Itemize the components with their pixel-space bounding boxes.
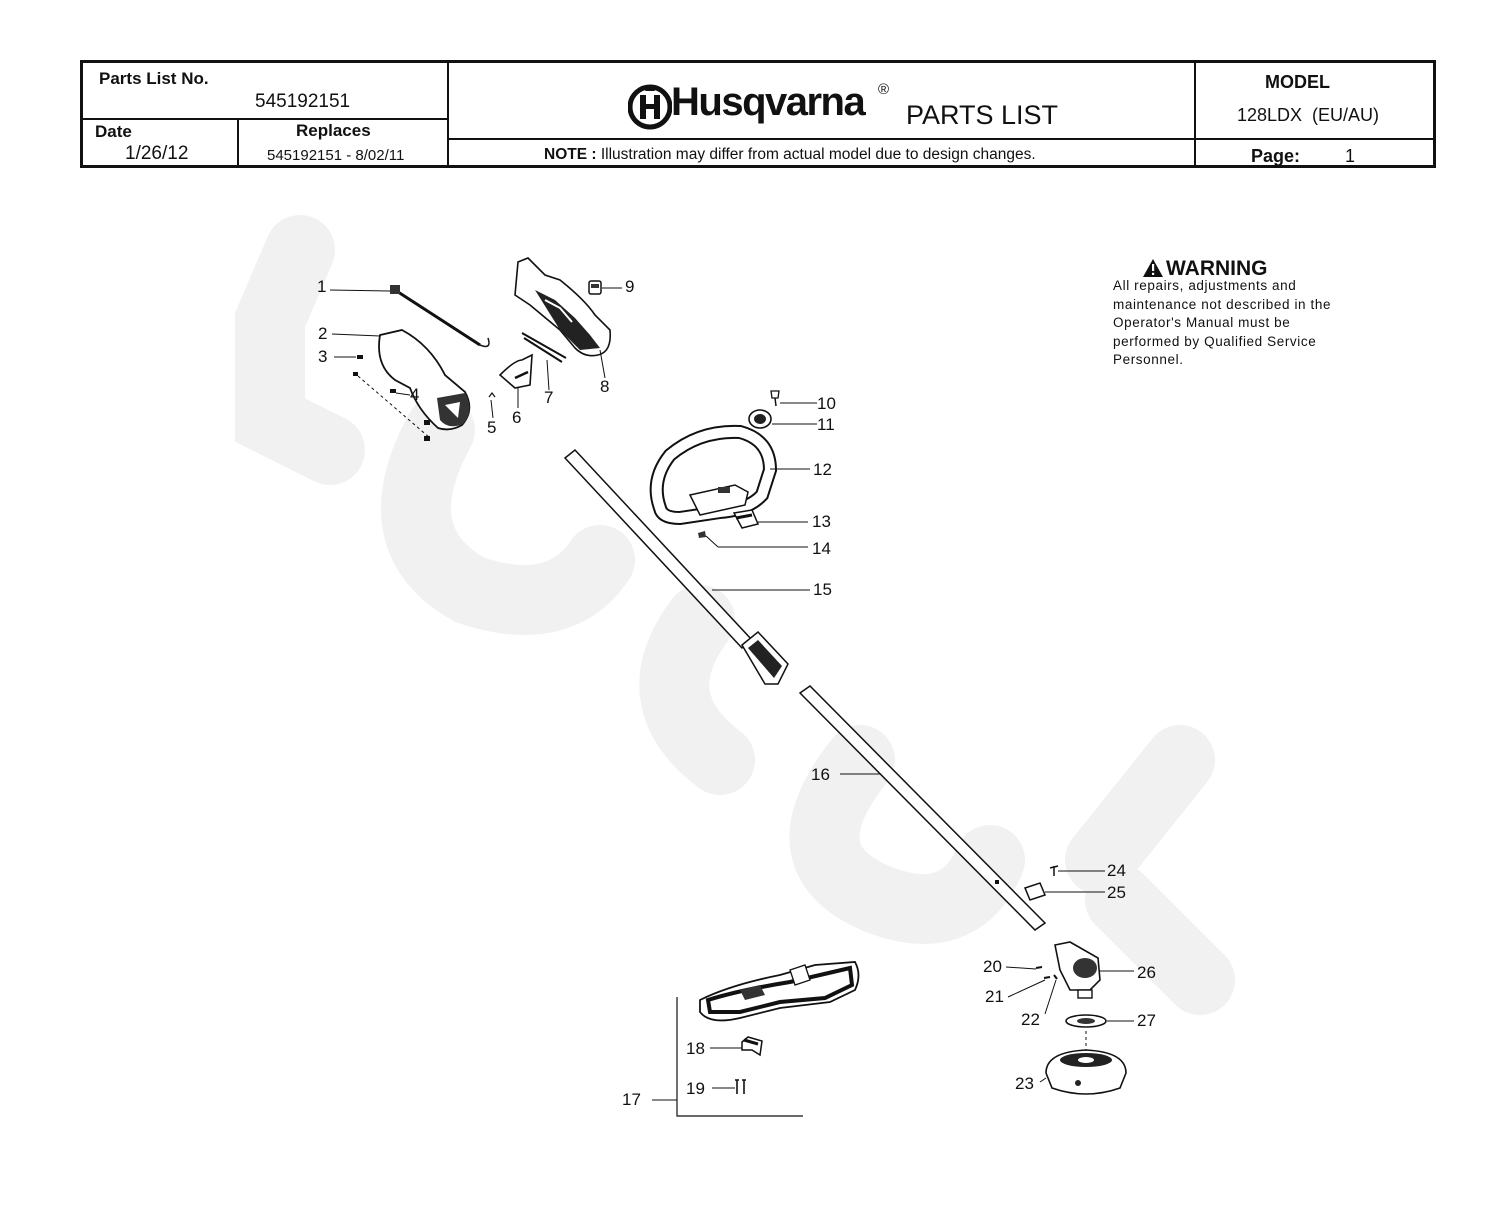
part-14-nut — [698, 531, 706, 538]
divider — [1194, 63, 1196, 165]
callout-17: 17 — [622, 1090, 641, 1109]
page-number: 1 — [1345, 146, 1356, 166]
model-value: 128LDX (EU/AU) — [1237, 105, 1380, 125]
divider — [237, 118, 239, 165]
part-11-knob — [748, 409, 772, 429]
callout-3: 3 — [318, 347, 327, 366]
part-13-clamp — [732, 509, 760, 529]
part-1-throttle-cable — [390, 285, 490, 348]
part-26-gear-head — [1054, 941, 1101, 999]
date-label: Date — [95, 122, 132, 141]
watermark-logo — [235, 215, 1235, 1015]
callout-5: 5 — [487, 418, 496, 437]
part-9-nut — [588, 280, 602, 295]
part-23-trimmer-head — [1045, 1049, 1127, 1095]
parts-list-no-label: Parts List No. — [99, 69, 209, 88]
part-27-washer — [1065, 1014, 1107, 1028]
part-2-engine-cover — [378, 329, 471, 431]
replaces-label: Replaces — [296, 121, 371, 140]
part-22-washer — [1053, 974, 1058, 980]
warning-title: WARNING — [1166, 257, 1268, 280]
callout-8: 8 — [600, 377, 609, 396]
note-text: NOTE : Illustration may differ from actu… — [544, 146, 1036, 163]
callout-2: 2 — [318, 324, 327, 343]
part-20-21-screws — [1035, 966, 1051, 979]
part-24-screw — [1049, 865, 1059, 876]
callout-25: 25 — [1107, 883, 1126, 902]
replaces-value: 545192151 - 8/02/11 — [267, 147, 405, 164]
part-12-loop-handle — [649, 424, 778, 526]
callout-16: 16 — [811, 765, 830, 784]
callout-27: 27 — [1137, 1011, 1156, 1030]
callout-26: 26 — [1137, 963, 1156, 982]
part-7-lockout-lever — [521, 332, 567, 363]
callout-14: 14 — [812, 539, 831, 558]
header-table: Parts List No. 545192151 Date 1/26/12 Re… — [80, 60, 1436, 168]
divider — [448, 138, 1433, 140]
part-25-guard-bracket — [1023, 882, 1047, 901]
warning-text: All repairs, adjustments and maintenance… — [1113, 278, 1332, 367]
callout-6: 6 — [512, 408, 521, 427]
callout-1: 1 — [317, 277, 326, 296]
warning-triangle-icon — [1143, 259, 1163, 277]
callout-15: 15 — [813, 580, 832, 599]
part-3-screws — [353, 355, 430, 441]
assembly-bracket-line — [676, 997, 803, 1117]
registered-mark: ® — [878, 81, 890, 98]
part-19-screws — [735, 1079, 746, 1094]
callout-13: 13 — [812, 512, 831, 531]
part-17-guard-assembly — [699, 961, 860, 1022]
callout-21: 21 — [985, 987, 1004, 1006]
date-value: 1/26/12 — [125, 143, 189, 164]
divider — [447, 63, 449, 165]
page-label: Page: — [1251, 146, 1301, 166]
leader-lines — [329, 287, 1134, 1101]
callout-24: 24 — [1107, 861, 1126, 880]
husqvarna-logo-icon — [628, 84, 672, 130]
part-16-lower-shaft — [798, 685, 1047, 931]
callout-4: 4 — [410, 385, 419, 404]
callout-labels: 1 2 3 4 5 6 7 8 9 10 11 12 13 14 15 16 1… — [317, 277, 1156, 1109]
callout-7: 7 — [544, 388, 553, 407]
callout-18: 18 — [686, 1039, 705, 1058]
part-10-bolt — [770, 390, 780, 399]
callout-12: 12 — [813, 460, 832, 479]
callout-20: 20 — [983, 957, 1002, 976]
parts-list-no: 545192151 — [255, 91, 351, 112]
callout-11: 11 — [817, 415, 835, 434]
callout-9: 9 — [625, 277, 634, 296]
callout-23: 23 — [1015, 1074, 1034, 1093]
part-6-throttle-trigger — [498, 353, 533, 389]
divider — [83, 118, 448, 120]
part-5-clip — [488, 392, 496, 398]
part-8-rear-handle — [514, 257, 612, 357]
model-label: MODEL — [1265, 72, 1330, 92]
part-18-cutter-blade — [741, 1036, 763, 1057]
document-title: PARTS LIST — [906, 100, 1059, 130]
callout-10: 10 — [817, 394, 836, 413]
brand-name: Husqvarna — [671, 80, 866, 124]
callout-19: 19 — [686, 1079, 705, 1098]
callout-22: 22 — [1021, 1010, 1040, 1029]
part-15-upper-shaft — [563, 448, 789, 685]
